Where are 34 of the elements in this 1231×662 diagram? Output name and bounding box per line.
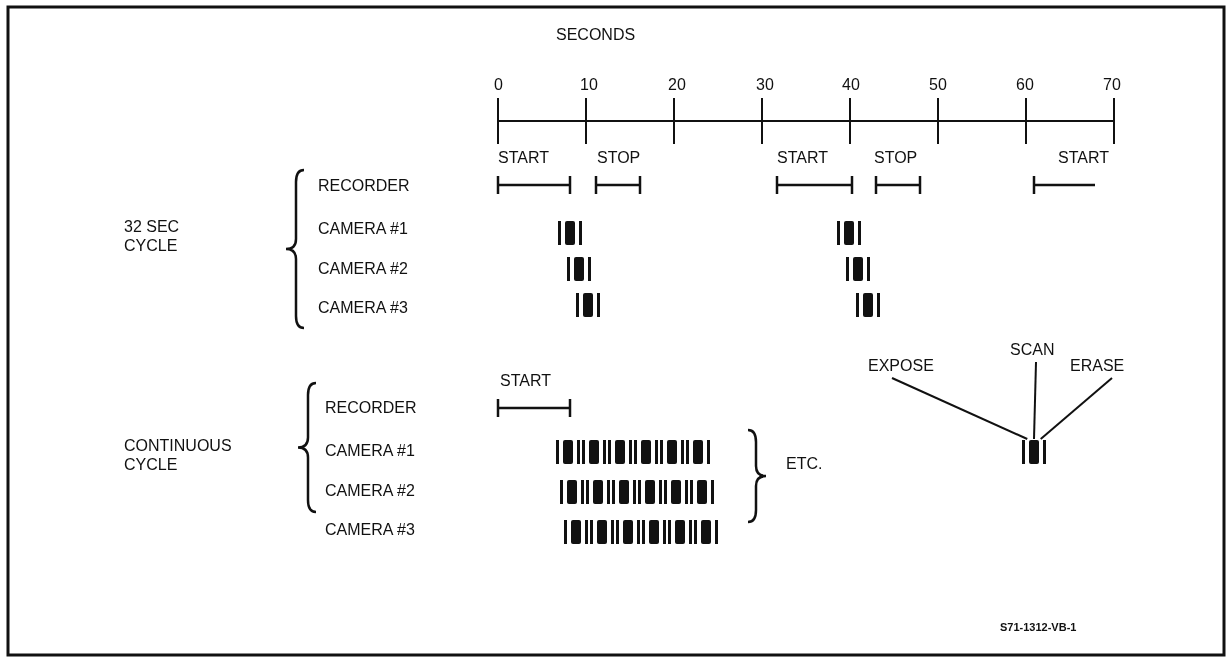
- label-text: CAMERA #2: [318, 259, 408, 278]
- label-text: START: [500, 371, 551, 390]
- tick-label: 0: [494, 75, 503, 94]
- tick-label: 10: [580, 75, 598, 94]
- label-text: ERASE: [1070, 356, 1125, 375]
- tick-label: 70: [1103, 75, 1121, 94]
- exposure-mark-icon: [1022, 440, 1046, 464]
- label-text: CAMERA #1: [318, 219, 408, 238]
- label-text: RECORDER: [325, 398, 417, 417]
- label-text: START: [1058, 148, 1109, 167]
- label-text: ETC.: [786, 454, 823, 473]
- label-text: CAMERA #3: [325, 520, 415, 539]
- label-text: EXPOSE: [868, 356, 934, 375]
- label-text: STOP: [874, 148, 918, 167]
- tick-label: 30: [756, 75, 774, 94]
- leader-line: [1033, 361, 1037, 440]
- label-text: CAMERA #3: [318, 298, 408, 317]
- label-text: SECONDS: [556, 25, 636, 44]
- label-text: CAMERA #1: [325, 441, 415, 460]
- label-text: CONTINUOUS CYCLE: [124, 436, 233, 474]
- figure-number: S71-1312-VB-1: [1000, 620, 1077, 635]
- leader-line: [1039, 377, 1113, 440]
- label-text: 32 SEC CYCLE: [124, 217, 181, 255]
- label-text: CAMERA #2: [325, 481, 415, 500]
- tick-label: 50: [929, 75, 947, 94]
- label-text: START: [498, 148, 549, 167]
- tick-label: 60: [1016, 75, 1034, 94]
- leader-line: [891, 377, 1029, 440]
- tick-label: 20: [668, 75, 686, 94]
- label-text: START: [777, 148, 828, 167]
- label-text: SCAN: [1010, 340, 1055, 359]
- tick-label: 40: [842, 75, 860, 94]
- label-text: STOP: [597, 148, 641, 167]
- label-text: RECORDER: [318, 176, 410, 195]
